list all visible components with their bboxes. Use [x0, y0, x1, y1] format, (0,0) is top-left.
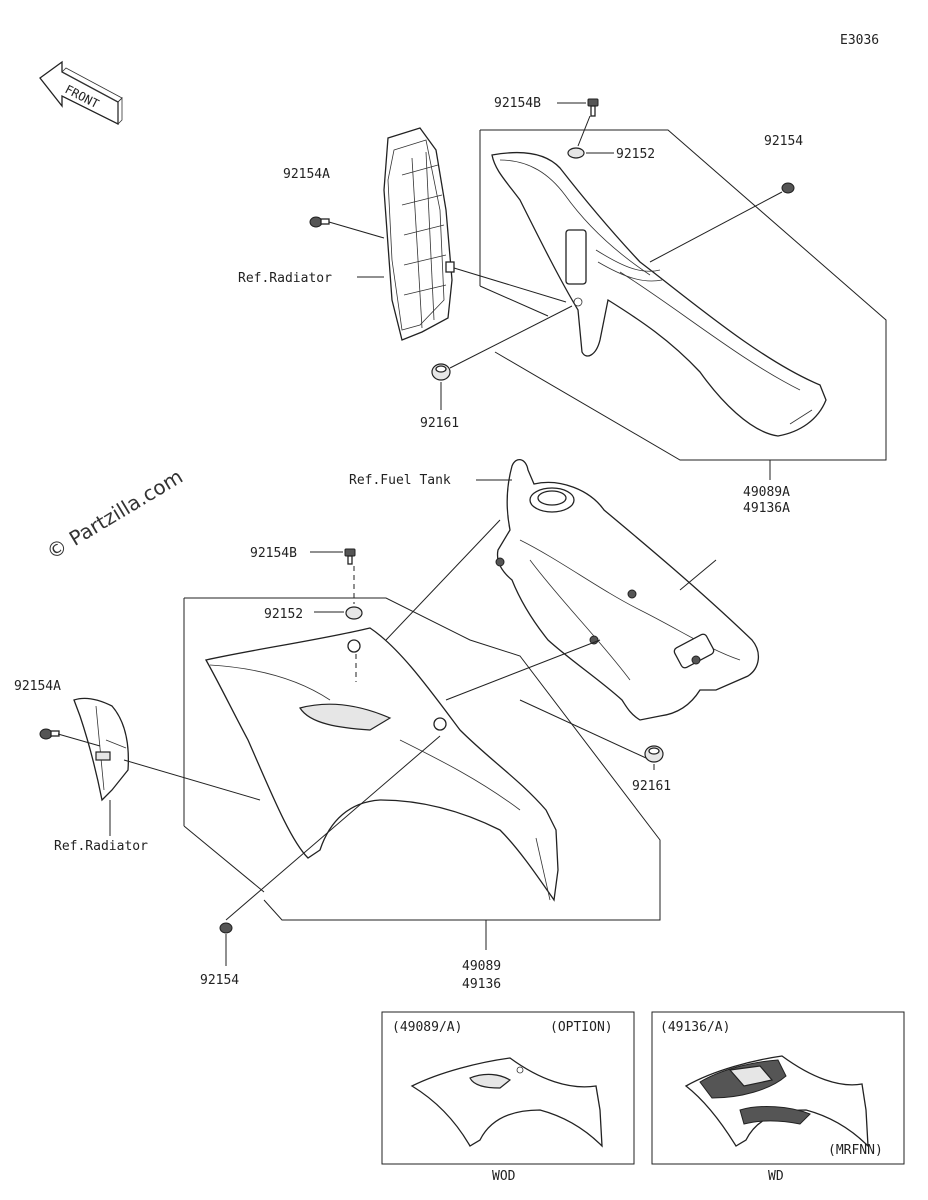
callout-49136: 49136 [462, 977, 501, 992]
bolt-92154-top-right-icon [781, 182, 795, 194]
washer-92152-mid-icon [345, 606, 363, 620]
bolt-92154-bottom-icon [219, 922, 233, 934]
callout-92154-bottom: 92154 [200, 973, 239, 988]
callout-92154a-left: 92154A [14, 679, 61, 694]
bolt-92154a-top-icon [309, 216, 330, 228]
callout-49089: 49089 [462, 959, 501, 974]
radiator-grille-left [73, 697, 130, 802]
callout-ref-radiator-left: Ref.Radiator [54, 839, 148, 854]
shroud-right-top [491, 151, 827, 437]
bolt-92154b-mid-icon [344, 548, 356, 565]
callout-92152-mid: 92152 [264, 607, 303, 622]
callout-92154-top-right: 92154 [764, 134, 803, 149]
bolt-92154b-top-icon [587, 98, 599, 117]
callout-92161-top: 92161 [420, 416, 459, 431]
callout-92154a-top: 92154A [283, 167, 330, 182]
inset-49136a-caption: WD [768, 1169, 784, 1184]
inset-49089a-caption: WOD [492, 1169, 516, 1184]
inset-49136a-code: (49136/A) [660, 1020, 730, 1035]
grommet-92161-right-icon [644, 745, 664, 763]
callout-49136a: 49136A [743, 501, 790, 516]
callout-92154b-top: 92154B [494, 96, 541, 111]
inset-49136a: (49136/A) (MRFNN) WD [651, 1011, 905, 1184]
inset-49136a-note: (MRFNN) [828, 1143, 883, 1158]
inset-49089a: (49089/A) (OPTION) WOD [381, 1011, 635, 1184]
inset-49089a-note: (OPTION) [550, 1020, 613, 1035]
callout-49089a: 49089A [743, 485, 790, 500]
bolt-92154a-left-icon [39, 728, 60, 740]
callout-ref-fuel-tank: Ref.Fuel Tank [349, 473, 451, 488]
fuel-tank [495, 459, 759, 721]
callout-92152-top: 92152 [616, 147, 655, 162]
callout-92154b-mid: 92154B [250, 546, 297, 561]
inset-49089a-code: (49089/A) [392, 1020, 462, 1035]
callout-ref-radiator-top: Ref.Radiator [238, 271, 332, 286]
watermark: © Partzilla.com [42, 464, 187, 564]
diagram-code: E3036 [840, 33, 879, 48]
washer-92152-top-icon [567, 147, 585, 159]
radiator-grille-right [383, 127, 455, 341]
grommet-92161-top-icon [431, 363, 451, 381]
shroud-left [205, 627, 559, 902]
front-arrow-icon: FRONT [39, 60, 123, 126]
callout-92161-right: 92161 [632, 779, 671, 794]
